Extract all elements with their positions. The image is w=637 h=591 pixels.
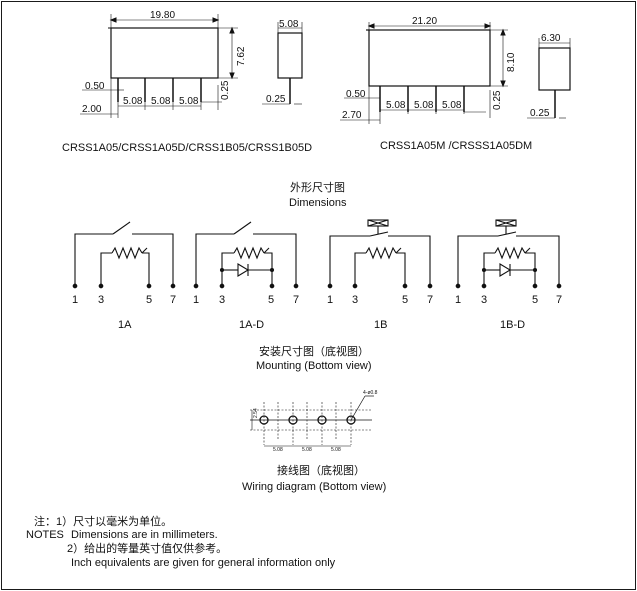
row-pitch-label: 2.54	[253, 408, 259, 418]
pin-label: 1	[193, 294, 199, 306]
schematic-1a: 1 3 5 7 1A	[72, 221, 176, 331]
note-line-3: 2）给出的等量英寸值仅供参考。	[67, 541, 227, 555]
hole-spec-label: 4-ø0.8	[363, 390, 378, 396]
pin-label: 1	[72, 294, 78, 306]
pin-label: 3	[481, 294, 487, 306]
height-label-right: 8.10	[506, 52, 517, 72]
wiring-title-cn: 接线图（底视图）	[277, 463, 365, 477]
pin-label: 3	[98, 294, 104, 306]
pin-label: 5	[146, 294, 152, 306]
schematic-label: 1A	[118, 319, 132, 331]
pin-tip-label-right: 0.25	[492, 90, 503, 110]
side-pin-label-right: 0.25	[530, 108, 550, 119]
package-left-front: 19.80 7.62 0.25 0.50 5.08 5.08 5.08 2.00	[80, 10, 247, 118]
pin-width-label: 0.50	[85, 81, 105, 92]
schematic-label: 1B	[374, 319, 387, 331]
pitch-2-label: 5.08	[151, 96, 171, 107]
mounting-hole	[259, 415, 269, 425]
wiring-title-en: Wiring diagram (Bottom view)	[242, 481, 386, 493]
mounting-hole	[346, 415, 356, 425]
pin-label: 5	[268, 294, 274, 306]
mounting-grid: 2.54 4-ø0.8 5.08 5.08 5.08	[250, 390, 378, 453]
schematic-label: 1B-D	[500, 319, 525, 331]
schematic-label: 1A-D	[239, 319, 264, 331]
left-caption: CRSS1A05/CRSS1A05D/CRSS1B05/CRSS1B05D	[62, 142, 312, 154]
schematic-1b: 1 3 5 7 1B	[327, 219, 433, 331]
note-line-2: Dimensions are in millimeters.	[71, 529, 218, 541]
pin-width-label-right: 0.50	[346, 89, 366, 100]
schematic-1b-d: 1 3 5 7 1B-D	[455, 219, 562, 331]
pitch-1-label: 5.08	[123, 96, 143, 107]
side-pin-label: 0.25	[266, 94, 286, 105]
pitch-3-label-right: 5.08	[442, 100, 462, 111]
dimensions-title-cn: 外形尺寸图	[290, 180, 345, 194]
side-width-label-right: 6.30	[541, 33, 561, 44]
pin-label: 3	[219, 294, 225, 306]
spacing-label: 5.08	[331, 447, 341, 453]
spacing-label: 5.08	[302, 447, 312, 453]
pitch-1-label-right: 5.08	[386, 100, 406, 111]
edge-offset-label-right: 2.70	[342, 110, 362, 121]
package-left-side: 5.08 0.25	[262, 19, 303, 105]
notes-label: NOTES	[26, 529, 64, 541]
mounting-title-cn: 安装尺寸图（底视图）	[259, 344, 369, 358]
package-right-side: 6.30 0.25	[527, 33, 571, 119]
note-line-4: Inch equivalents are given for general i…	[71, 557, 336, 569]
height-label: 7.62	[236, 46, 247, 66]
pin-label: 7	[556, 294, 562, 306]
pitch-2-label-right: 5.08	[414, 100, 434, 111]
spacing-label: 5.08	[273, 447, 283, 453]
dimensions-title-en: Dimensions	[289, 197, 347, 209]
length-label: 19.80	[150, 10, 175, 21]
pin-label: 7	[293, 294, 299, 306]
right-caption: CRSS1A05M /CRSSS1A05DM	[380, 140, 532, 152]
package-right-front: 21.20 8.10 0.25 0.50 5.08 5.08 5.08 2.70	[340, 16, 517, 124]
edge-offset-label: 2.00	[82, 104, 102, 115]
pin-label: 7	[427, 294, 433, 306]
mounting-title-en: Mounting (Bottom view)	[256, 360, 372, 372]
pin-tip-label: 0.25	[220, 80, 231, 100]
pitch-3-label: 5.08	[179, 96, 199, 107]
side-width-label: 5.08	[279, 19, 299, 30]
pin-label: 1	[327, 294, 333, 306]
length-label-right: 21.20	[412, 16, 437, 27]
schematic-1a-d: 1 3 5 7 1A-D	[193, 221, 299, 331]
pin-label: 5	[402, 294, 408, 306]
pin-label: 3	[352, 294, 358, 306]
mounting-hole	[288, 415, 298, 425]
pin-label: 7	[170, 294, 176, 306]
pin-label: 1	[455, 294, 461, 306]
mounting-hole	[317, 415, 327, 425]
note-line-1: 注：1）尺寸以毫米为单位。	[34, 514, 172, 528]
pin-label: 5	[532, 294, 538, 306]
